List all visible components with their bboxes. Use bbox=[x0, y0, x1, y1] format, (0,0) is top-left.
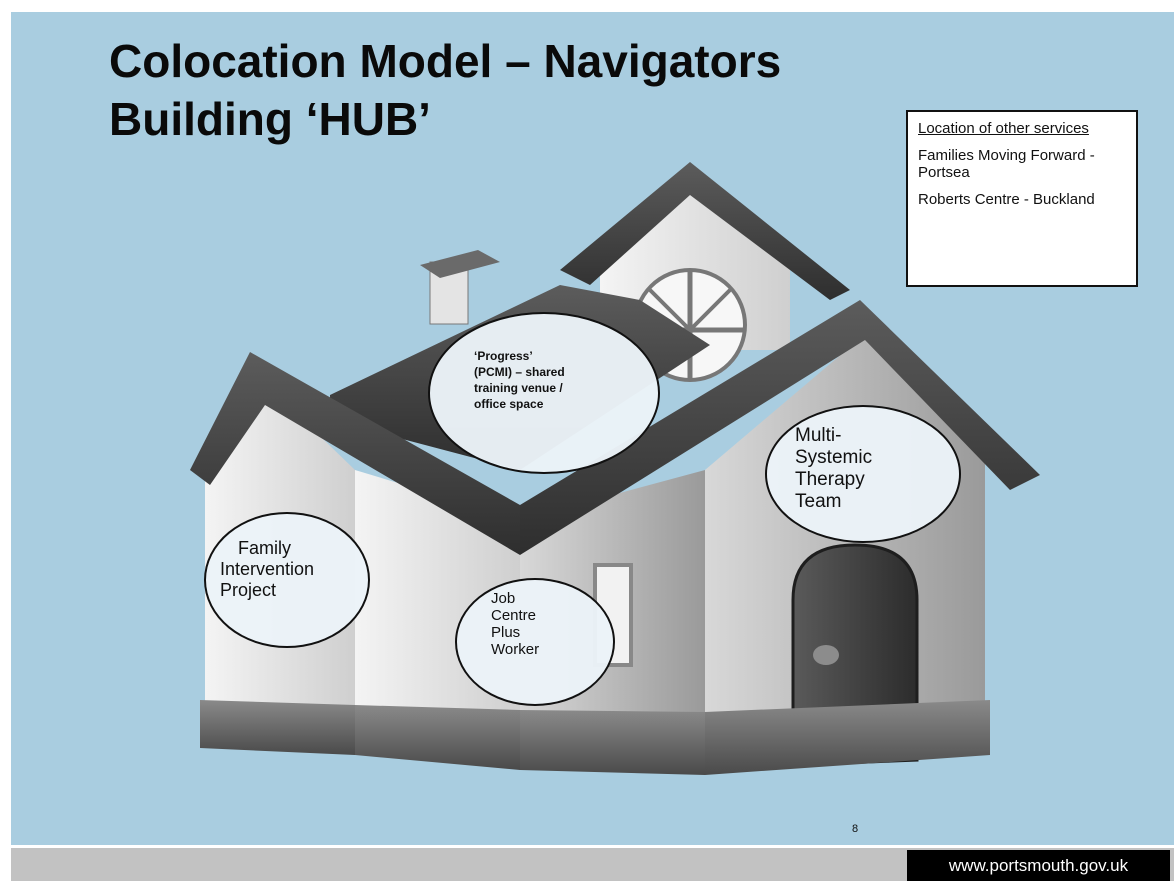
right-roof bbox=[520, 300, 1040, 555]
progress-bubble: ‘Progress’ (PCMI) – shared training venu… bbox=[428, 312, 660, 474]
base-plinth-right bbox=[520, 710, 705, 775]
bubble-line: Worker bbox=[491, 641, 540, 658]
title-line-2: Building ‘HUB’ bbox=[109, 93, 431, 145]
mst-bubble: Multi- Systemic Therapy Team bbox=[765, 405, 961, 543]
slide-title: Colocation Model – Navigators Building ‘… bbox=[109, 32, 1009, 148]
bubble-line: Plus bbox=[491, 624, 521, 641]
location-item: Families Moving Forward - Portsea bbox=[918, 147, 1095, 181]
bubble-line: Intervention bbox=[220, 559, 315, 579]
bubble-line: Therapy bbox=[795, 469, 865, 490]
base-plinth-left bbox=[200, 700, 355, 755]
location-box: Location of other services Families Movi… bbox=[906, 110, 1138, 287]
bubble-line: Job bbox=[491, 590, 516, 607]
base-plinth-gable bbox=[705, 700, 990, 775]
bubble-line: (PCMI) – shared bbox=[474, 365, 565, 379]
bubble-line: Systemic bbox=[795, 447, 873, 468]
bubble-line: Family bbox=[238, 538, 291, 558]
bubble-line: Project bbox=[220, 580, 277, 600]
bubble-line: office space bbox=[474, 397, 544, 411]
bubble-line: training venue / bbox=[474, 381, 563, 395]
title-line-1: Colocation Model – Navigators bbox=[109, 35, 782, 87]
base-plinth-center bbox=[355, 705, 520, 770]
bubble-line: ‘Progress’ bbox=[474, 349, 533, 363]
bubble-line: Team bbox=[795, 491, 842, 512]
job-bubble: Job Centre Plus Worker bbox=[455, 578, 615, 706]
bubble-line: Centre bbox=[491, 607, 537, 624]
bubble-line: Multi- bbox=[795, 425, 842, 446]
footer-url: www.portsmouth.gov.uk bbox=[907, 850, 1170, 881]
page-number: 8 bbox=[852, 823, 859, 835]
left-roof bbox=[190, 352, 520, 555]
location-heading: Location of other services bbox=[918, 120, 1089, 137]
location-item: Roberts Centre - Buckland bbox=[918, 191, 1095, 208]
fip-bubble: Family Intervention Project bbox=[204, 512, 370, 648]
chimney-icon bbox=[420, 250, 500, 325]
